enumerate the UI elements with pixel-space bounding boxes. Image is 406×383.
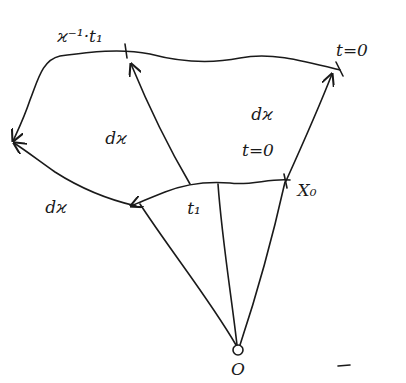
origin-label: O [231, 361, 245, 378]
ray [240, 182, 285, 345]
flow-arrow [286, 74, 332, 181]
stray-mark [338, 365, 350, 366]
curve-label: ϰ⁻¹·t₁ [57, 28, 102, 45]
upper-curve [13, 51, 340, 141]
lower-curve [131, 180, 290, 206]
map-label: dϰ [105, 130, 126, 147]
tick-mark [336, 62, 343, 76]
flow-arrow [131, 64, 190, 184]
map-label: dϰ [251, 106, 272, 123]
time-label: t₁ [187, 200, 201, 217]
origin-point [233, 345, 243, 355]
point-label: X₀ [298, 182, 317, 199]
tick-mark [125, 44, 127, 58]
flow-arrow [14, 143, 136, 206]
ray [218, 184, 237, 345]
map-label: dϰ [45, 199, 66, 216]
time-label: t=0 [336, 42, 368, 59]
time-label: t=0 [242, 142, 274, 159]
